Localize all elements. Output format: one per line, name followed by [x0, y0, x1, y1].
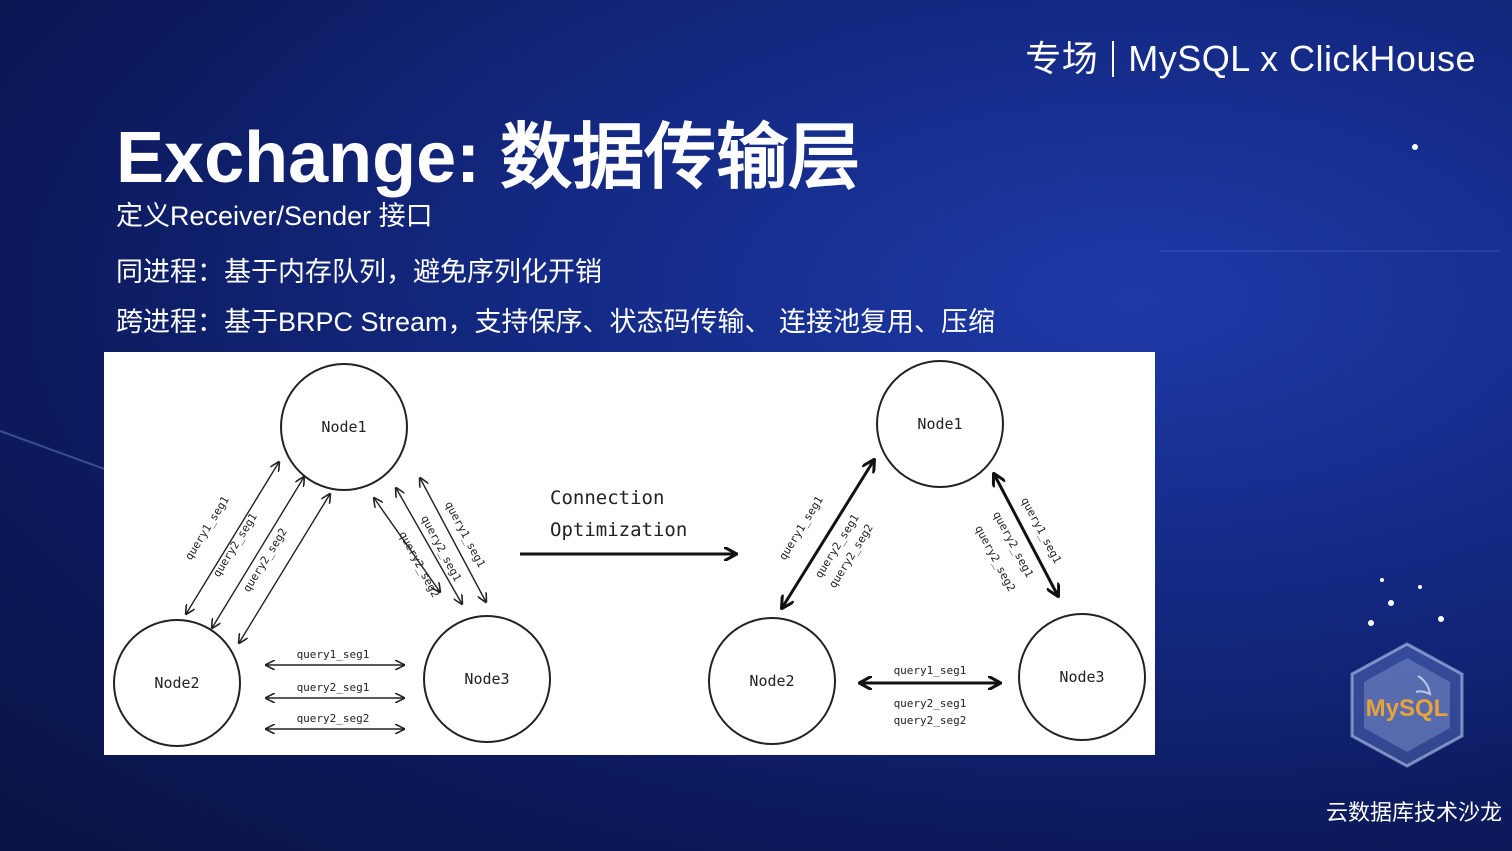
right-edge-23-label: query1_seg1 — [894, 664, 967, 677]
mysql-logo: MySQL — [1350, 642, 1464, 768]
right-node2-circle — [708, 617, 836, 745]
background-speck — [1418, 585, 1422, 589]
background-streak — [1160, 250, 1500, 252]
background-speck — [1438, 616, 1444, 622]
right-edge-23-label: query2_seg1 — [894, 697, 967, 710]
background-speck — [1380, 578, 1384, 582]
footer-brand: 云数据库技术沙龙 — [1325, 800, 1502, 825]
right-node3-label: Node3 — [1059, 668, 1104, 686]
page-title: Exchange: 数据传输层 — [116, 118, 861, 198]
left-node1-circle — [280, 363, 408, 491]
mysql-logo-text: MySQL — [1366, 695, 1449, 722]
left-edge-12-arrow — [239, 494, 330, 643]
left-node3-circle — [423, 615, 551, 743]
event-prefix: 专场 — [1025, 38, 1099, 79]
background-speck — [1412, 144, 1418, 150]
background-speck — [1388, 600, 1394, 606]
right-edge-12-arrow — [782, 460, 874, 608]
cross-process-line: 跨进程：基于BRPC Stream，支持保序、状态码传输、 连接池复用、压缩 — [116, 307, 996, 337]
right-node2-label: Node2 — [749, 672, 794, 690]
event-topic: MySQL x ClickHouse — [1128, 38, 1476, 79]
right-edge-13-arrow — [994, 474, 1058, 596]
left-edge-23-label: query1_seg1 — [297, 648, 370, 661]
background-speck — [1368, 620, 1374, 626]
left-edge-23-label: query2_seg1 — [297, 681, 370, 694]
right-edge-23-label: query2_seg2 — [894, 714, 967, 727]
left-node1-label: Node1 — [321, 418, 366, 436]
event-title: 专场 MySQL x ClickHouse — [1025, 30, 1476, 82]
right-node3-circle — [1018, 613, 1146, 741]
left-node2-label: Node2 — [154, 674, 199, 692]
dolphin-icon — [1415, 675, 1432, 696]
same-process-line: 同进程：基于内存队列，避免序列化开销 — [116, 257, 602, 287]
left-node2-circle — [113, 619, 241, 747]
diagram-panel: Node1 Node2 Node3 query1_seg1 query2_seg… — [104, 352, 1155, 755]
interface-definition-line: 定义Receiver/Sender 接口 — [116, 201, 433, 231]
left-edge-13-arrow — [420, 478, 486, 602]
left-edge-23-label: query2_seg2 — [297, 712, 370, 725]
right-node1-circle — [876, 360, 1004, 488]
title-separator — [1112, 41, 1115, 77]
right-node1-label: Node1 — [917, 415, 962, 433]
left-node3-label: Node3 — [464, 670, 509, 688]
connection-diagram: Node1 Node2 Node3 query1_seg1 query2_seg… — [113, 360, 1146, 747]
connection-label: Connection — [550, 487, 664, 509]
optimization-label: Optimization — [550, 519, 687, 541]
